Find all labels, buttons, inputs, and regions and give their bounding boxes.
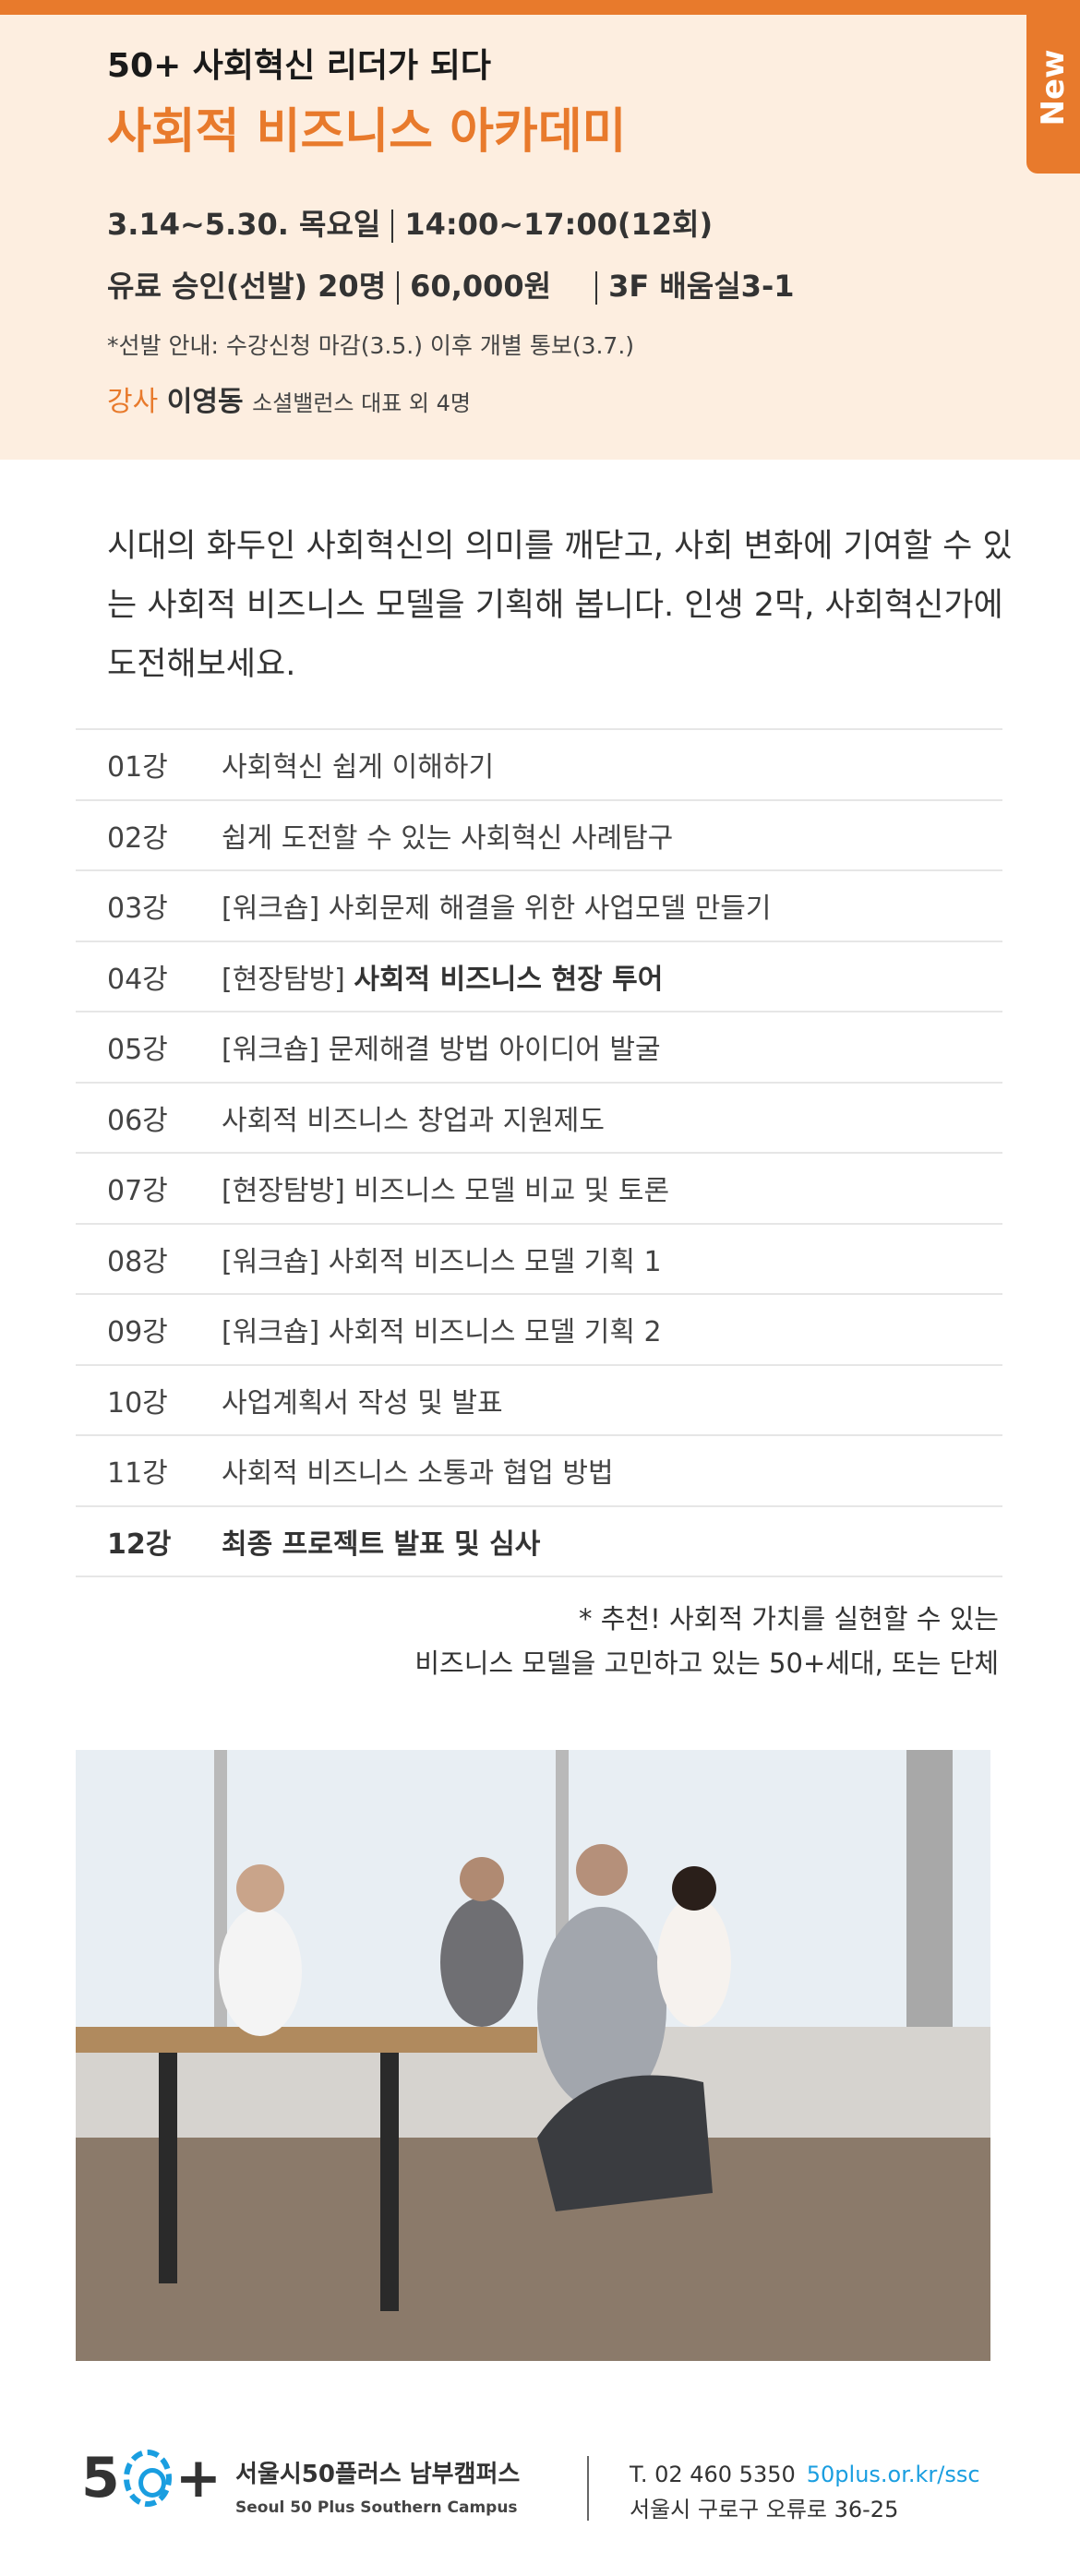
new-badge-label: New	[1035, 49, 1072, 126]
session-row: 08강 [워크숍] 사회적 비즈니스 모델 기획 1	[76, 1225, 1002, 1295]
fiftyplus-logo: 5 +	[81, 2446, 222, 2510]
session-number: 02강	[107, 821, 168, 855]
session-number: 11강	[107, 1457, 168, 1491]
divider	[397, 271, 400, 305]
logo-ring-icon	[123, 2450, 172, 2507]
logo-5: 5	[81, 2446, 120, 2510]
session-number: 07강	[107, 1175, 168, 1208]
meeting-photo	[76, 1750, 990, 2361]
session-title: [워크숍] 사회문제 해결을 위한 사업모델 만들기	[222, 893, 772, 926]
room: 3F 배움실3-1	[608, 269, 795, 304]
lecturer-desc: 소셜밸런스 대표 외 4명	[252, 390, 471, 416]
meeting-illustration	[76, 1750, 990, 2361]
divider	[595, 271, 598, 305]
org-name-en: Seoul 50 Plus Southern Campus	[235, 2498, 518, 2517]
fee-type: 유료 승인(선발) 20명	[107, 269, 387, 304]
website-link[interactable]: 50plus.or.kr/ssc	[806, 2462, 980, 2487]
session-title: 사회적 비즈니스 소통과 협업 방법	[222, 1457, 614, 1491]
lecturer-name: 이영동	[166, 386, 244, 418]
session-title: [현장탐방] 비즈니스 모델 비교 및 토론	[222, 1175, 670, 1208]
session-number: 12강	[107, 1528, 172, 1561]
session-row: 07강 [현장탐방] 비즈니스 모델 비교 및 토론	[76, 1154, 1002, 1225]
recommendation: * 추천! 사회적 가치를 실현할 수 있는 비즈니스 모델을 고민하고 있는 …	[414, 1597, 999, 1685]
session-row: 01강 사회혁신 쉽게 이해하기	[76, 730, 1002, 801]
session-number: 09강	[107, 1316, 168, 1349]
new-badge: New	[1026, 0, 1080, 174]
session-title: [워크숍] 문제해결 방법 아이디어 발굴	[222, 1034, 661, 1067]
session-title: [워크숍] 사회적 비즈니스 모델 기획 1	[222, 1245, 662, 1278]
lecturer-label: 강사	[107, 386, 159, 418]
session-row: 03강 [워크숍] 사회문제 해결을 위한 사업모델 만들기	[76, 871, 1002, 942]
fee-line: 유료 승인(선발) 20명 60,000원 3F 배움실3-1	[107, 263, 795, 306]
session-row: 04강 [현장탐방] 사회적 비즈니스 현장 투어	[76, 942, 1002, 1012]
session-number: 06강	[107, 1104, 168, 1137]
program-title: 사회적 비즈니스 아카데미	[107, 104, 627, 160]
contact-info: T. 02 460 5350 50plus.or.kr/ssc 서울시 구로구 오…	[630, 2457, 980, 2527]
fee: 60,000원	[410, 269, 552, 304]
top-accent-bar	[0, 0, 1080, 15]
program-subtitle: 50+ 사회혁신 리더가 되다	[107, 47, 491, 85]
session-row: 02강 쉽게 도전할 수 있는 사회혁신 사례탐구	[76, 801, 1002, 871]
recommend-line: * 추천! 사회적 가치를 실현할 수 있는	[579, 1603, 999, 1635]
session-row: 10강 사업계획서 작성 및 발표	[76, 1366, 1002, 1436]
intro-text: 시대의 화두인 사회혁신의 의미를 깨닫고, 사회 변화에 기여할 수 있는 사…	[107, 528, 1013, 683]
session-number: 01강	[107, 751, 168, 785]
logo-plus: +	[174, 2446, 222, 2510]
session-row: 06강 사회적 비즈니스 창업과 지원제도	[76, 1084, 1002, 1154]
session-number: 04강	[107, 963, 168, 996]
session-title: [현장탐방] 사회적 비즈니스 현장 투어	[222, 956, 663, 997]
schedule-time: 14:00~17:00(12회)	[404, 207, 714, 242]
footer-divider	[587, 2456, 589, 2521]
org-name: 서울시50플러스 남부캠퍼스 Seoul 50 Plus Southern Ca…	[235, 2455, 520, 2517]
session-title: 쉽게 도전할 수 있는 사회혁신 사례탐구	[222, 821, 674, 855]
session-title-bold: 사회적 비즈니스 현장 투어	[354, 963, 664, 996]
session-number: 03강	[107, 893, 168, 926]
session-row: 12강 최종 프로젝트 발표 및 심사	[76, 1507, 1002, 1577]
program-header: New 50+ 사회혁신 리더가 되다 사회적 비즈니스 아카데미 3.14~5…	[0, 0, 1080, 460]
schedule-line: 3.14~5.30. 목요일 14:00~17:00(12회)	[107, 201, 713, 244]
org-name-ko: 서울시50플러스 남부캠퍼스	[235, 2461, 521, 2488]
session-row: 05강 [워크숍] 문제해결 방법 아이디어 발굴	[76, 1012, 1002, 1084]
session-prefix: [현장탐방]	[222, 963, 354, 996]
session-title: 최종 프로젝트 발표 및 심사	[222, 1528, 541, 1561]
address: 서울시 구로구 오류로 36-25	[630, 2497, 899, 2522]
phone: T. 02 460 5350	[630, 2462, 796, 2487]
schedule-dates: 3.14~5.30. 목요일	[107, 207, 381, 242]
session-title: 사회적 비즈니스 창업과 지원제도	[222, 1104, 606, 1137]
divider	[391, 210, 394, 243]
session-title: 사회혁신 쉽게 이해하기	[222, 751, 495, 785]
session-title: 사업계획서 작성 및 발표	[222, 1386, 503, 1420]
selection-note: *선발 안내: 수강신청 마감(3.5.) 이후 개별 통보(3.7.)	[107, 332, 635, 359]
session-title: [워크숍] 사회적 비즈니스 모델 기획 2	[222, 1316, 662, 1349]
session-number: 05강	[107, 1034, 168, 1067]
recommend-line: 비즈니스 모델을 고민하고 있는 50+세대, 또는 단체	[414, 1647, 999, 1679]
session-number: 10강	[107, 1386, 168, 1420]
lecturer-line: 강사 이영동 소셜밸런스 대표 외 4명	[107, 378, 471, 419]
session-row: 09강 [워크숍] 사회적 비즈니스 모델 기획 2	[76, 1295, 1002, 1366]
session-row: 11강 사회적 비즈니스 소통과 협업 방법	[76, 1436, 1002, 1507]
session-number: 08강	[107, 1245, 168, 1278]
